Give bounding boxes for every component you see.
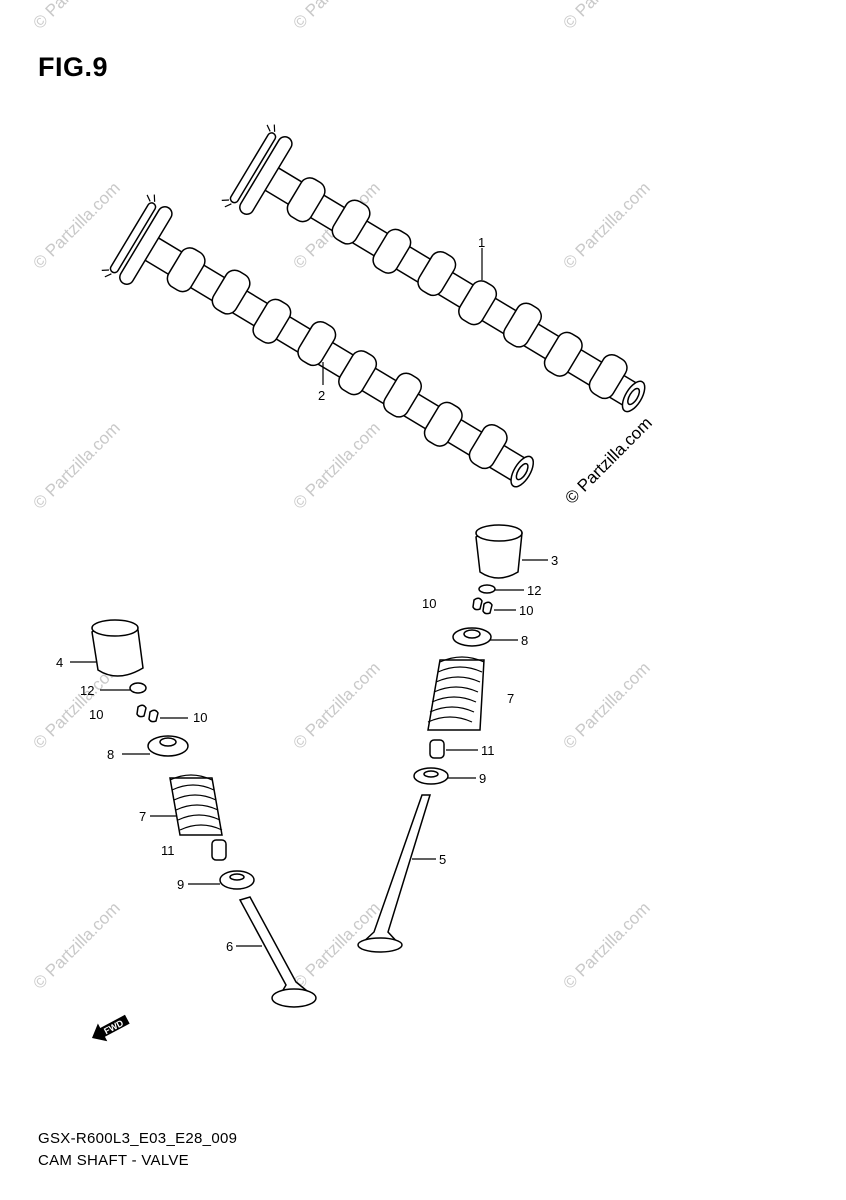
callout-1: 1	[478, 235, 485, 250]
diagram-code: GSX-R600L3_E03_E28_009	[38, 1130, 238, 1147]
callout-10: 10	[89, 707, 103, 722]
callout-5: 5	[439, 852, 446, 867]
callout-6: 6	[226, 939, 233, 954]
cotter-left	[148, 709, 159, 723]
callout-11: 11	[481, 743, 495, 758]
valve-stem-seal-right	[429, 739, 445, 759]
callout-9: 9	[479, 771, 486, 786]
valve-right	[357, 794, 432, 953]
callout-4: 4	[56, 655, 63, 670]
watermark: © Partzilla.com	[29, 418, 123, 512]
callout-10: 10	[519, 603, 533, 618]
camshaft-lower	[101, 194, 535, 488]
watermark-layer: © Partzilla.com © Partzilla.com © Partzi…	[29, 0, 655, 993]
callout-3: 3	[551, 553, 558, 568]
cotter-right	[472, 597, 483, 611]
valve-stem-seal-left	[211, 839, 227, 861]
callout-7: 7	[139, 809, 146, 824]
callout-9: 9	[177, 877, 184, 892]
callout-12: 12	[527, 583, 541, 598]
watermark: © Partzilla.com	[29, 178, 123, 272]
shim-left	[129, 682, 147, 694]
spring-retainer-left	[147, 735, 189, 757]
watermark: © Partzilla.com	[559, 0, 653, 33]
tappet-right	[475, 524, 523, 579]
figure-title: FIG.9	[38, 52, 109, 82]
valve-spring-left	[169, 774, 223, 836]
leader-lines	[70, 248, 548, 947]
watermark: © Partzilla.com	[559, 178, 653, 272]
callout-8: 8	[107, 747, 114, 762]
cotter-left	[136, 704, 147, 718]
camshaft-upper	[221, 124, 646, 413]
callout-labels: 1 2 3 12 10 10 8 7 11 9 5 4 12 10 10 8 7…	[56, 235, 558, 954]
tappet-left	[91, 619, 144, 677]
shim-right	[478, 584, 496, 594]
valve-assembly-right	[357, 524, 523, 953]
spring-seat-left	[219, 870, 255, 890]
callout-7: 7	[507, 691, 514, 706]
callout-8: 8	[521, 633, 528, 648]
diagram-name: CAM SHAFT - VALVE	[38, 1152, 189, 1169]
callout-11: 11	[161, 843, 175, 858]
valve-spring-right	[427, 656, 485, 731]
watermark: © Partzilla.com	[559, 658, 653, 752]
callout-2: 2	[318, 388, 325, 403]
spring-retainer-right	[452, 627, 492, 647]
watermark: © Partzilla.com	[559, 898, 653, 992]
watermark: © Partzilla.com	[289, 418, 383, 512]
cotter-right	[482, 601, 493, 615]
watermark: © Partzilla.com	[289, 0, 383, 33]
spring-seat-right	[413, 767, 449, 785]
valve-left	[238, 896, 317, 1008]
callout-10: 10	[193, 710, 207, 725]
watermark: © Partzilla.com	[289, 658, 383, 752]
watermark: © Partzilla.com	[29, 898, 123, 992]
valve-assembly-left	[91, 619, 317, 1008]
callout-12: 12	[80, 683, 94, 698]
watermark-prominent: © Partzilla.com	[561, 413, 655, 507]
callout-10: 10	[422, 596, 436, 611]
watermark: © Partzilla.com	[29, 0, 123, 33]
fwd-arrow-badge: FWD	[92, 1014, 130, 1042]
